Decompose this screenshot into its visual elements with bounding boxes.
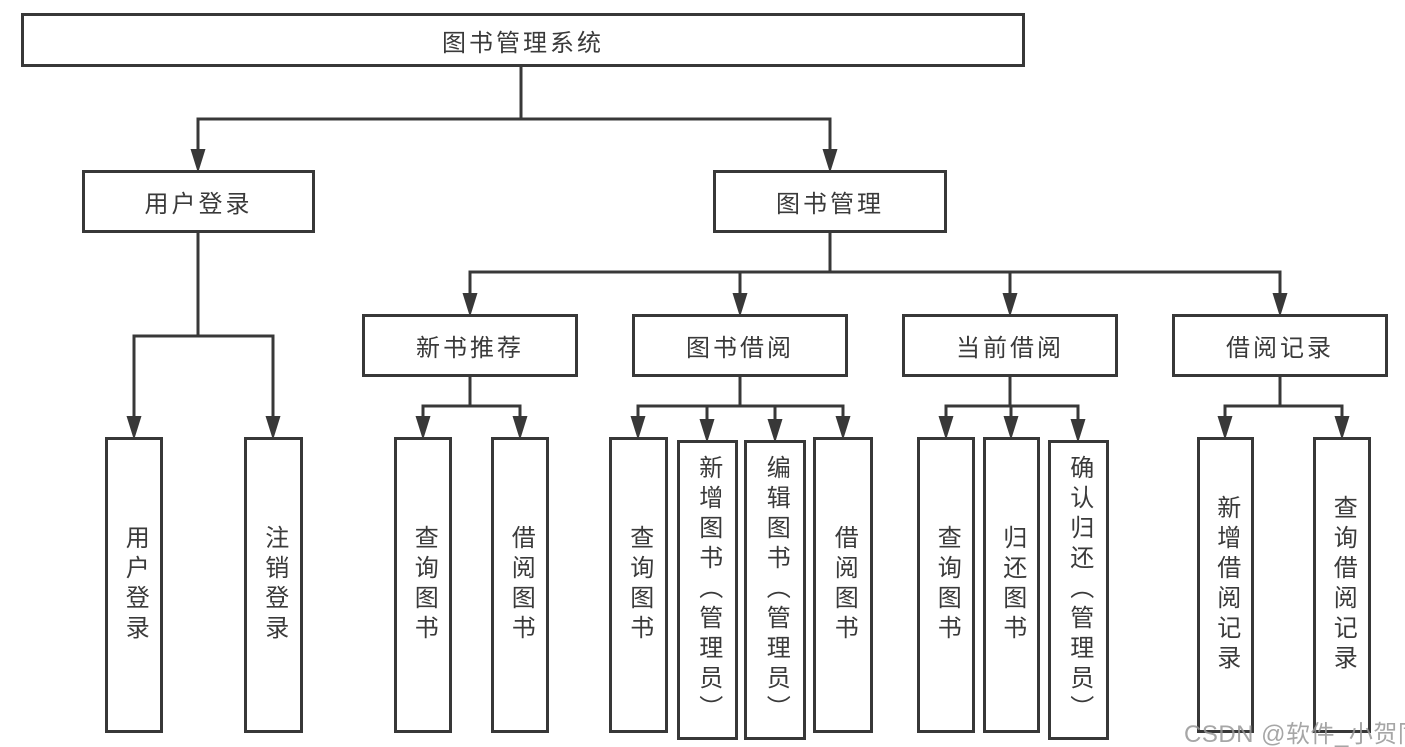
leaf-borrowing-add-book-admin: 新增图书（管理员） xyxy=(677,440,738,740)
leaf-borrowing-edit-book-admin: 编辑图书（管理员） xyxy=(744,440,806,740)
leaf-user-login: 用户登录 xyxy=(105,437,163,733)
node-new-book-recommend: 新书推荐 xyxy=(362,314,578,377)
node-book-management: 图书管理 xyxy=(713,170,947,233)
leaf-label: 注销登录 xyxy=(260,525,288,645)
leaf-borrowing-borrow-books: 借阅图书 xyxy=(813,437,873,733)
node-book-borrowing: 图书借阅 xyxy=(632,314,848,377)
leaf-label: 确认归还（管理员） xyxy=(1065,455,1093,725)
leaf-logout: 注销登录 xyxy=(244,437,303,733)
leaf-label: 编辑图书（管理员） xyxy=(762,455,790,725)
leaf-label: 新增借阅记录 xyxy=(1212,495,1240,675)
leaf-label: 归还图书 xyxy=(998,525,1026,645)
leaf-recommend-query-books: 查询图书 xyxy=(394,437,452,733)
leaf-borrowing-query-books: 查询图书 xyxy=(609,437,668,733)
leaf-current-query-books: 查询图书 xyxy=(917,437,975,733)
leaf-recommend-borrow-books: 借阅图书 xyxy=(491,437,549,733)
node-borrowing-records: 借阅记录 xyxy=(1172,314,1388,377)
node-user-login: 用户登录 xyxy=(82,170,315,233)
leaf-current-confirm-return-admin: 确认归还（管理员） xyxy=(1048,440,1109,740)
leaf-current-return-book: 归还图书 xyxy=(983,437,1040,733)
leaf-label: 借阅图书 xyxy=(830,525,858,645)
node-current-borrowing: 当前借阅 xyxy=(902,314,1118,377)
leaf-label: 查询图书 xyxy=(410,525,438,645)
csdn-watermark: CSDN @软件_小贺同学 xyxy=(1184,721,1405,747)
node-library-system: 图书管理系统 xyxy=(21,13,1025,67)
leaf-records-query-record: 查询借阅记录 xyxy=(1313,437,1371,733)
leaf-records-add-record: 新增借阅记录 xyxy=(1197,437,1254,733)
leaf-label: 查询借阅记录 xyxy=(1329,495,1357,675)
leaf-label: 查询图书 xyxy=(625,525,653,645)
leaf-label: 用户登录 xyxy=(121,525,149,645)
leaf-label: 借阅图书 xyxy=(507,525,535,645)
leaf-label: 新增图书（管理员） xyxy=(694,455,722,725)
leaf-label: 查询图书 xyxy=(933,525,961,645)
